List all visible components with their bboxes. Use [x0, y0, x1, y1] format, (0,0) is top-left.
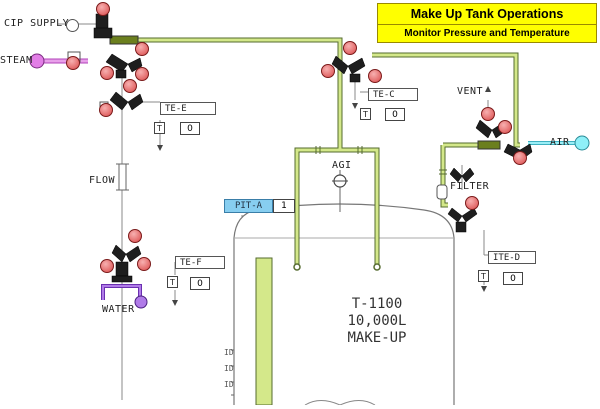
arrow-te-c: [352, 103, 358, 109]
actuator-icon: [128, 229, 142, 243]
steam-label: STEAM: [0, 55, 33, 66]
te-e-tag: TE-E: [160, 102, 216, 115]
steam-source: [29, 53, 45, 69]
te-c-t-indicator: T: [360, 108, 371, 120]
page-title: Make Up Tank Operations: [378, 4, 596, 25]
te-c-value[interactable]: 0: [385, 108, 405, 121]
actuator-icon: [137, 257, 151, 271]
title-panel: Make Up Tank Operations Monitor Pressure…: [377, 3, 597, 43]
te-c-tag: TE-C: [368, 88, 418, 101]
actuator-icon: [96, 2, 110, 16]
water-source: [134, 295, 148, 309]
te-e-value[interactable]: 0: [180, 122, 200, 135]
actuator-icon: [513, 151, 527, 165]
flow-meter: [118, 163, 127, 191]
actuator-icon: [135, 42, 149, 56]
te-f-tag: TE-F: [175, 256, 225, 269]
cip-supply-label: CIP SUPPLY: [4, 18, 70, 29]
actuator-icon: [100, 259, 114, 273]
actuator-icon: [343, 41, 357, 55]
water-line: [102, 285, 141, 300]
air-source: [574, 135, 590, 151]
actuator-icon: [465, 196, 479, 210]
pit-a-value[interactable]: 1: [273, 199, 295, 213]
actuator-icon: [321, 64, 335, 78]
actuator-icon: [135, 67, 149, 81]
actuator-icon: [481, 107, 495, 121]
filter-label: FILTER: [450, 181, 490, 192]
filter-housing: [436, 184, 448, 200]
te-e-t-indicator: T: [154, 122, 165, 134]
actuator-icon: [99, 103, 113, 117]
svg-text:ID: ID: [224, 348, 234, 357]
te-f-value[interactable]: 0: [190, 277, 210, 290]
valve-actuators: [66, 2, 527, 273]
ite-d-t-indicator: T: [478, 270, 489, 282]
ite-d-tag: ITE-D: [488, 251, 536, 264]
ite-d-value[interactable]: 0: [503, 272, 523, 285]
actuator-icon: [123, 79, 137, 93]
actuator-icon: [100, 66, 114, 80]
water-label: WATER: [102, 304, 135, 315]
arrow-te-e: [157, 145, 163, 151]
arrow-vent: [485, 86, 491, 92]
tank-name: MAKE-UP: [347, 330, 407, 346]
cip-supply-source: [66, 19, 79, 32]
tank-label: T-1100 10,000L MAKE-UP: [322, 296, 432, 347]
page-subtitle: Monitor Pressure and Temperature: [404, 28, 570, 39]
te-f-t-indicator: T: [167, 276, 178, 288]
vent-label: VENT: [457, 86, 484, 97]
actuator-icon: [66, 56, 80, 70]
svg-text:ID: ID: [224, 380, 234, 389]
svg-text:ID: ID: [224, 364, 234, 373]
flow-label: FLOW: [89, 175, 116, 186]
tank-id: T-1100: [351, 296, 403, 312]
actuator-icon: [368, 69, 382, 83]
arrow-te-f: [172, 300, 178, 306]
arrow-ite-d: [481, 286, 487, 292]
actuator-icon: [498, 120, 512, 134]
tank-capacity: 10,000L: [347, 313, 407, 329]
junction-block: [109, 35, 139, 45]
sight-glass: [255, 257, 273, 406]
junction-block: [477, 140, 501, 150]
pit-a-tag[interactable]: PIT-A: [224, 199, 273, 213]
air-label: AIR: [550, 137, 570, 148]
agi-label: AGI: [332, 160, 352, 171]
